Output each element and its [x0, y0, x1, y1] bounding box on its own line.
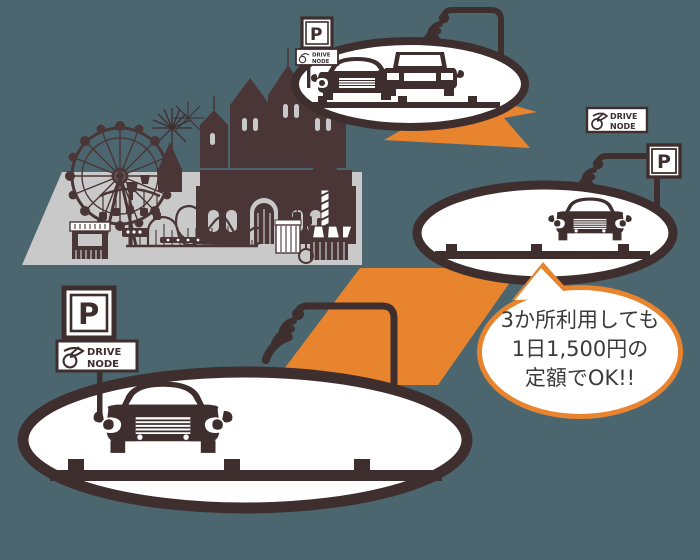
parking-sign-top-letter: P [310, 25, 322, 45]
scooter-icon-right [591, 112, 609, 130]
scooter-icon-top [298, 53, 310, 64]
roller-coaster-icon [122, 204, 264, 248]
sign-bottom-brand2: NODE [87, 359, 119, 370]
sign-bottom-brand1: DRIVE [87, 347, 121, 358]
node-oval-bottom [17, 366, 473, 514]
parking-sign-right-letter: P [657, 151, 671, 173]
parking-sign-bottom[interactable]: P DRIVE NODE [55, 285, 139, 414]
node-ground-top [310, 96, 500, 108]
amusement-park-scene [22, 48, 362, 265]
callout-line-3: 定額でOK!! [525, 366, 635, 390]
parking-node-bottom[interactable]: P DRIVE NODE [17, 285, 473, 514]
parking-sign-bottom-letter: P [78, 297, 99, 331]
street-lamp-icon-bottom [266, 302, 398, 490]
parking-sign-right[interactable]: P DRIVE NODE [585, 106, 682, 186]
node-ground-right [435, 244, 650, 259]
parking-node-right[interactable]: P DRIVE NODE [412, 106, 682, 286]
parking-sign-top[interactable]: P DRIVE NODE [295, 16, 339, 88]
park-lamp-icons [126, 175, 150, 200]
food-stall-icon [298, 225, 353, 264]
swing-carousel-icon [293, 154, 355, 249]
street-lamp-icon-top [416, 7, 504, 96]
ticket-booth-icon [69, 221, 111, 259]
price-callout[interactable]: 3か所利用しても 1日1,500円の 定額でOK!! [477, 262, 683, 419]
sign-top-brand2: NODE [312, 59, 330, 65]
sign-top-brand1: DRIVE [312, 53, 331, 59]
node-ground-bottom [50, 459, 442, 481]
sign-right-brand1: DRIVE [610, 112, 637, 121]
kiosk-icon [274, 216, 302, 254]
callout-line-1: 3か所利用しても [501, 308, 660, 332]
ferris-wheel-icon [65, 121, 175, 247]
callout-line-2: 1日1,500円の [512, 337, 648, 361]
scooter-icon-bottom [62, 346, 85, 369]
parking-node-top[interactable]: P DRIVE NODE [291, 7, 529, 131]
sign-right-brand2: NODE [610, 122, 636, 131]
